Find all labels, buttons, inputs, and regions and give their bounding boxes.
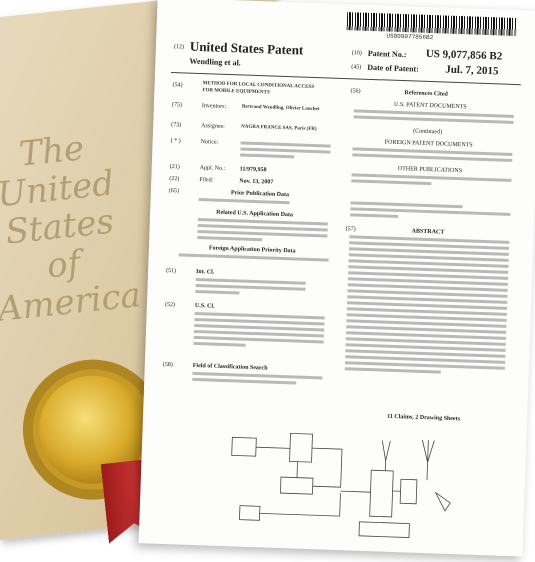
barcode-icon (346, 12, 518, 37)
notice-label: Notice: (200, 139, 219, 146)
code-75: (75) (171, 102, 182, 109)
assignee-label: Assignee: (201, 123, 225, 130)
code-10: (10) (351, 50, 362, 57)
intcl-text (195, 275, 306, 300)
notice-text (240, 138, 331, 162)
patent-no-label: Patent No.: (367, 48, 407, 60)
code-58: (58) (162, 361, 173, 369)
inventors: Bertrand Wendling, Olivier Lanchet (241, 104, 320, 113)
code-12: (12) (173, 44, 185, 51)
patent-document: US009077856B2 (12) United States Patent … (138, 0, 535, 557)
uscl-text (193, 309, 325, 353)
appl-value: 11/979,958 (239, 166, 267, 174)
network-diagram (231, 432, 451, 538)
code-54: (54) (172, 82, 183, 89)
code-22: (22) (169, 175, 180, 183)
filed-value: Nov. 13, 2007 (239, 178, 274, 186)
code-45: (45) (351, 64, 362, 71)
foreign-docs-list (352, 144, 513, 165)
date-label: Date of Patent: (367, 62, 420, 74)
inventor-short: Wendling et al. (189, 56, 241, 68)
patent-no-value: US 9,077,856 B2 (425, 47, 503, 63)
code-21: (21) (169, 163, 180, 171)
field-text (192, 369, 323, 389)
other-pubs-list (351, 170, 512, 191)
appl-label: Appl. No.: (199, 165, 226, 172)
code-73: (73) (171, 122, 182, 129)
filed-label: Filed: (199, 177, 214, 184)
examiner-lines (350, 198, 511, 225)
code-52: (52) (164, 301, 176, 309)
inventors-label: Inventors: (201, 103, 227, 110)
code-51: (51) (166, 267, 177, 275)
abstract-text (344, 232, 510, 378)
code-65: (65) (168, 187, 179, 195)
foreign-text (178, 250, 329, 264)
code-56: (56) (350, 88, 361, 95)
patent-office-title: United States Patent (189, 38, 304, 58)
patent-title: METHOD FOR LOCAL CONDITIONAL ACCESS FOR … (202, 81, 315, 95)
code-star: ( * ) (170, 138, 181, 145)
refs-heading: References Cited (404, 90, 448, 98)
assignee: NAGRA FRANCE SAS, Paris (FR) (241, 124, 317, 133)
us-docs-list (353, 106, 514, 127)
barcode-number: US009077856B2 (386, 32, 434, 42)
claims-line: 11 Claims, 2 Drawing Sheets (387, 413, 461, 423)
cover-title: The United States of America (0, 128, 143, 330)
related-text (197, 215, 328, 247)
date-value: Jul. 7, 2015 (445, 63, 499, 78)
continued-1: (Continued) (413, 128, 443, 136)
prior-text (198, 195, 328, 209)
